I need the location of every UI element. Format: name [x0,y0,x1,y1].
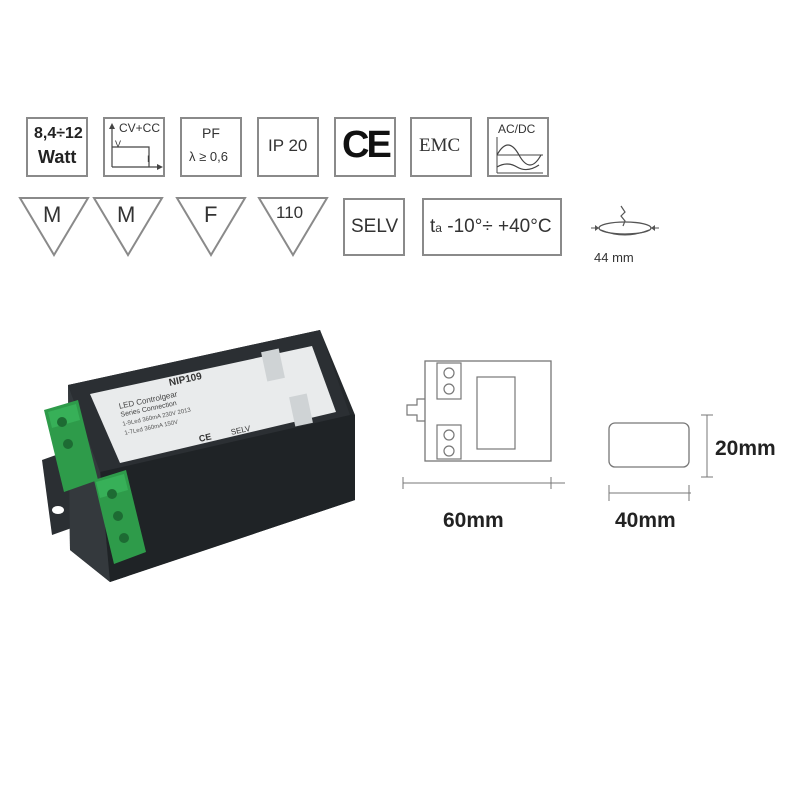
height-dimension: 20mm [715,437,776,460]
ip-rating-label: IP 20 [268,136,308,155]
length-dimension: 60mm [443,509,504,532]
mounting-triangle-m2: M [92,197,164,257]
power-factor-icon: PF λ ≥ 0,6 [180,117,242,177]
product-image: NIP109 LED Controlgear Series Connection… [30,320,360,590]
side-view-drawing: 40mm 20mm [595,405,795,540]
wattage-unit: Watt [38,147,77,167]
cv-cc-v: V [115,139,122,149]
wattage-icon: 8,4÷12 Watt [26,117,88,177]
width-dimension: 40mm [615,509,676,532]
triangle-m2-label: M [117,202,136,227]
emc-label: EMC [419,135,461,156]
cutout-hole-icon: 44 mm [585,198,665,268]
power-factor-value: λ ≥ 0,6 [189,149,228,164]
ce-mark-label: CE [342,124,392,166]
ambient-temperature-icon: ta -10°÷ +40°C [422,198,562,256]
triangle-f-label: F [204,202,218,227]
temp-range: -10°÷ +40°C [441,216,552,237]
triangle-icon [175,197,247,257]
recessed-hole-icon [591,205,659,236]
mounting-triangle-f: F [175,197,247,257]
temperature-triangle-110: 110 [257,197,329,257]
wattage-range: 8,4÷12 [34,125,83,142]
triangle-icon [18,197,90,257]
led-driver-illustration [42,330,355,582]
triangle-m1-label: M [43,202,62,227]
cv-cc-label: CV+CC [119,121,161,135]
temp-prefix: t [430,216,436,237]
cv-cc-i: I [147,154,150,164]
emc-icon: EMC [410,117,472,177]
ce-mark-icon: CE [334,117,396,177]
cutout-hole-label: 44 mm [594,250,634,265]
top-view-outline [402,360,565,489]
ip-rating-icon: IP 20 [257,117,319,177]
triangle-icon [257,197,329,257]
power-factor-title: PF [202,125,220,141]
top-view-drawing: 60mm [395,355,575,535]
cv-cc-icon: CV+CC V I [103,117,165,177]
triangle-110-label: 110 [276,203,304,222]
selv-label: SELV [351,216,399,237]
ac-dc-label: AC/DC [498,122,536,136]
side-view-outline [608,414,713,501]
cv-cc-graph-icon [109,123,163,170]
ac-dc-wave-icon [496,137,543,174]
ambient-temperature-text: ta -10°÷ +40°C [430,216,552,238]
ac-dc-icon: AC/DC [487,117,549,177]
selv-icon: SELV [343,198,405,256]
triangle-icon [92,197,164,257]
temp-sub: a [435,221,442,235]
mounting-triangle-m1: M [18,197,90,257]
